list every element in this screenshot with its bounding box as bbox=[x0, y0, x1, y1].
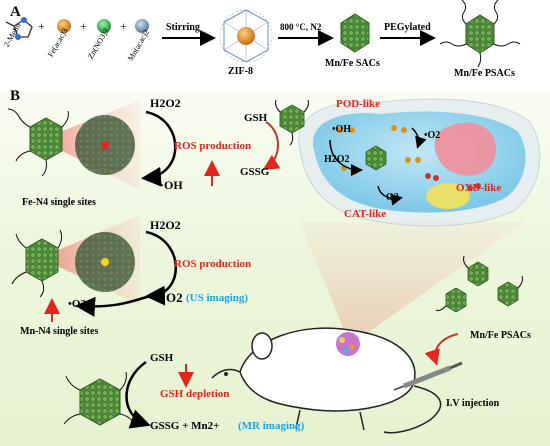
iv-label: I.V injection bbox=[446, 398, 500, 409]
gsh-reaction-arrow bbox=[125, 360, 151, 429]
meim-molecule-icon bbox=[5, 17, 33, 40]
oxd-label: OXD-like bbox=[456, 182, 502, 194]
fe-sites-label: Fe-N4 single sites bbox=[22, 197, 96, 208]
tumor-cell-illustration bbox=[298, 98, 541, 227]
gssg-cell: GSSG bbox=[240, 166, 270, 178]
gssg-bottom: GSSG + Mn2+ bbox=[150, 420, 220, 432]
mouse-psac-label: Mn/Fe PSACs bbox=[470, 330, 531, 341]
oh-top: ·OH bbox=[160, 178, 183, 192]
o2-radical-mid: •O2 bbox=[68, 298, 86, 310]
gsh-bottom: GSH bbox=[150, 352, 174, 364]
cell-gsh-arrow bbox=[262, 121, 281, 171]
zif8-framework-icon bbox=[219, 9, 273, 63]
o2-cell: O2 bbox=[386, 192, 399, 203]
psac-particle-icon bbox=[439, 0, 521, 68]
mouse-illustration bbox=[211, 327, 442, 434]
fe-particle-icon bbox=[7, 108, 69, 177]
zif8-label: ZIF-8 bbox=[228, 66, 253, 77]
gsh-cell: GSH bbox=[244, 112, 268, 124]
h2o2-top: H2O2 bbox=[150, 96, 181, 110]
step-peg: PEGylated bbox=[384, 22, 431, 33]
fe-reaction-arrow bbox=[141, 110, 177, 187]
fe-lattice-icon bbox=[75, 115, 135, 175]
fe-acac-ball-icon bbox=[57, 19, 71, 33]
us-imaging: (US imaging) bbox=[186, 292, 249, 304]
cell-psac-particle-icon bbox=[275, 99, 309, 146]
cat-label: CAT-like bbox=[344, 208, 387, 220]
mn-reaction-arrow-2 bbox=[75, 294, 151, 317]
gsh-particle-icon bbox=[63, 371, 135, 426]
zn-nitrate-ball-icon bbox=[97, 19, 111, 33]
mn-particle-icon bbox=[11, 229, 63, 298]
sac-polyhedron-icon bbox=[340, 13, 370, 53]
h2o2-mid: H2O2 bbox=[150, 218, 181, 232]
svg-text:+: + bbox=[120, 19, 127, 33]
step-stirring: Stirring bbox=[166, 22, 200, 33]
o2-mid: O2 bbox=[166, 290, 183, 305]
o2-radical-cell: •O2 bbox=[424, 130, 441, 141]
pod-label: POD-like bbox=[336, 98, 380, 110]
panel-b-label: B bbox=[10, 88, 21, 104]
mn-reaction-arrow-1 bbox=[145, 230, 177, 306]
ros-top: ROS production bbox=[174, 140, 252, 152]
mr-imaging: (MR imaging) bbox=[238, 420, 305, 432]
h2o2-cell: H2O2 bbox=[324, 154, 350, 165]
svg-text:+: + bbox=[80, 19, 87, 33]
mn-lattice-icon bbox=[75, 232, 135, 292]
mn-sites-label: Mn-N4 single sites bbox=[20, 326, 99, 337]
sac-label: Mn/Fe SACs bbox=[325, 58, 380, 69]
panel-a-label: A bbox=[10, 4, 21, 20]
injection-flow-arrow bbox=[424, 333, 459, 366]
step-calcination: 800 °C, N2 bbox=[280, 22, 322, 32]
psac-label: Mn/Fe PSACs bbox=[454, 68, 515, 79]
ros-mid: ROS production bbox=[174, 258, 252, 270]
zoom-cone bbox=[300, 222, 525, 345]
panel-a bbox=[0, 0, 550, 90]
mouse-psac-particles-icon bbox=[435, 255, 523, 313]
svg-text:+: + bbox=[38, 19, 45, 33]
syringe-icon bbox=[393, 361, 463, 391]
gsh-depletion: GSH depletion bbox=[160, 388, 230, 400]
mn-acac-ball-icon bbox=[135, 19, 149, 33]
oh-cell: •OH bbox=[332, 124, 352, 135]
